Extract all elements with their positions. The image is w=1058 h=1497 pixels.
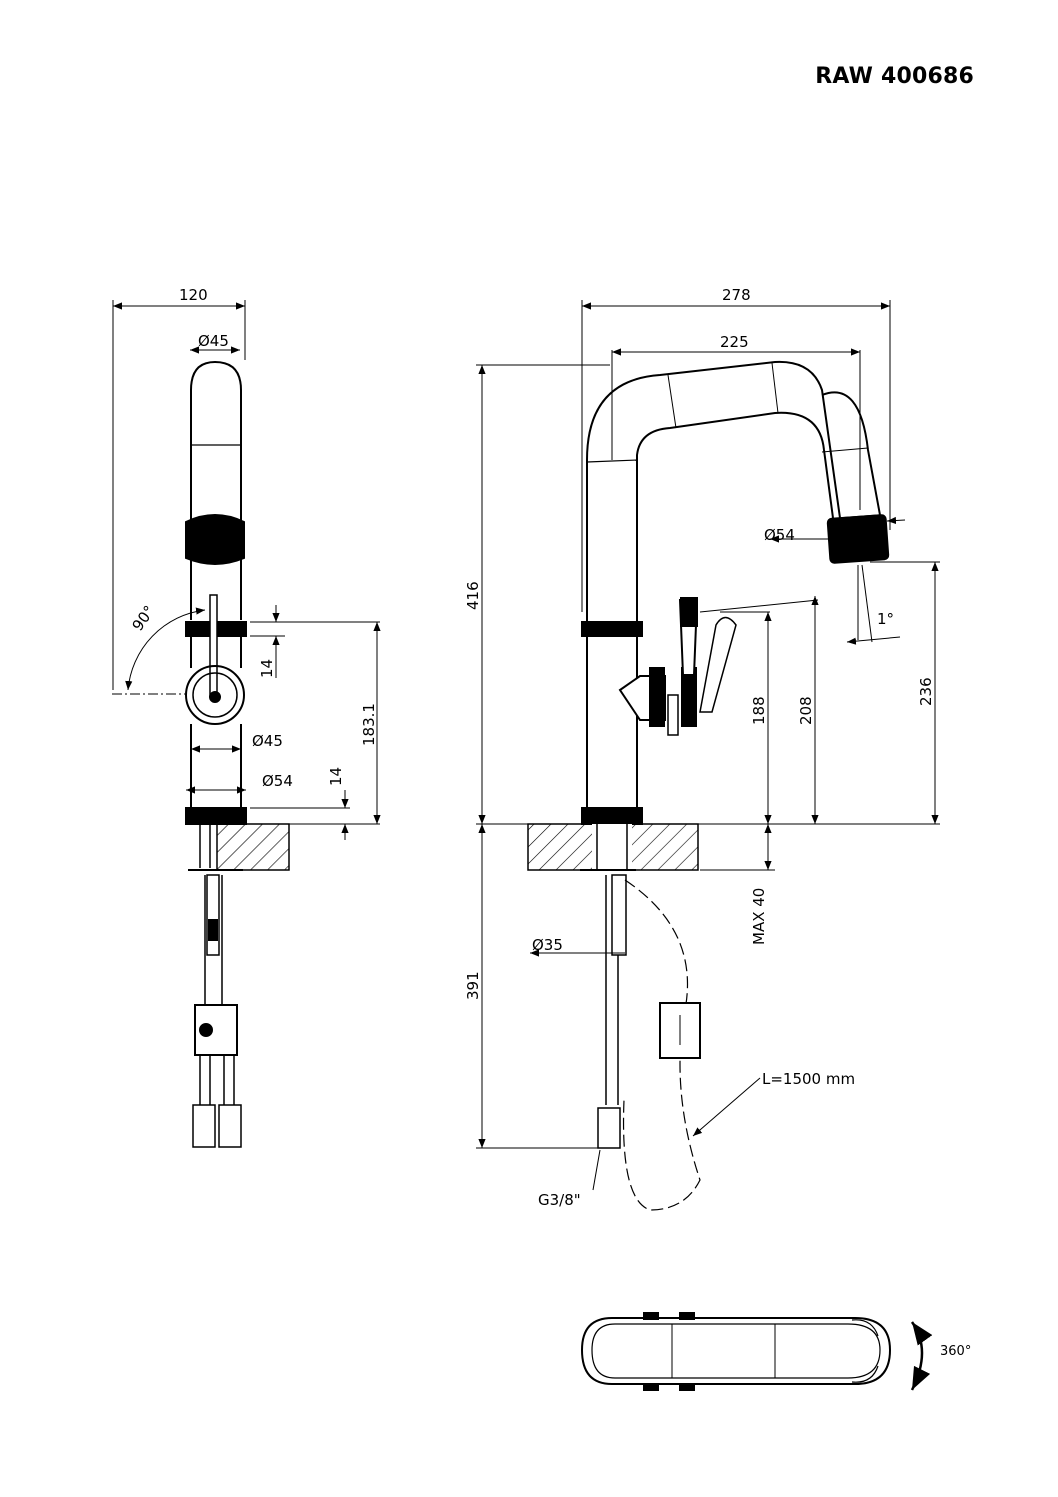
lever-height-dimension: 183.1 <box>360 703 378 746</box>
spout-diameter-dimension: Ø45 <box>198 332 229 350</box>
total-height-dimension: 416 <box>464 581 482 610</box>
lever-top-height-dimension: 208 <box>797 696 815 725</box>
tilt-angle-dimension: 1° <box>877 610 894 628</box>
lever-angle-dimension: 90° <box>129 602 159 634</box>
max-deck-dimension: MAX 40 <box>750 888 768 945</box>
spout-reach-dimension: 225 <box>720 333 749 351</box>
reach-dimension: 278 <box>722 286 751 304</box>
hose-length-label: L=1500 mm <box>762 1070 855 1088</box>
lever-axis-height-dimension: 188 <box>750 696 768 725</box>
shank-diameter-dimension: Ø35 <box>532 936 563 954</box>
top-view <box>580 1312 933 1391</box>
front-view <box>476 300 940 1211</box>
ring-thickness-dimension: 14 <box>258 659 276 678</box>
below-deck-dimension: 391 <box>464 971 482 1000</box>
connection-label: G3/8" <box>538 1191 581 1209</box>
side-view-labels: 120 Ø45 90° 14 183.1 Ø45 Ø54 14 <box>129 286 378 790</box>
side-view <box>112 300 381 1148</box>
width-dimension: 120 <box>179 286 208 304</box>
head-diameter-dimension: Ø54 <box>764 526 795 544</box>
body-diameter-dimension: Ø45 <box>252 732 283 750</box>
base-diameter-dimension: Ø54 <box>262 772 293 790</box>
rotation-label: 360° <box>940 1344 971 1359</box>
outlet-height-dimension: 236 <box>917 677 935 706</box>
base-thickness-dimension: 14 <box>327 767 345 786</box>
front-view-labels: 278 225 416 Ø54 1° 236 208 188 MAX 40 Ø3… <box>464 286 935 1209</box>
drawing-code: RAW 400686 <box>815 64 974 89</box>
